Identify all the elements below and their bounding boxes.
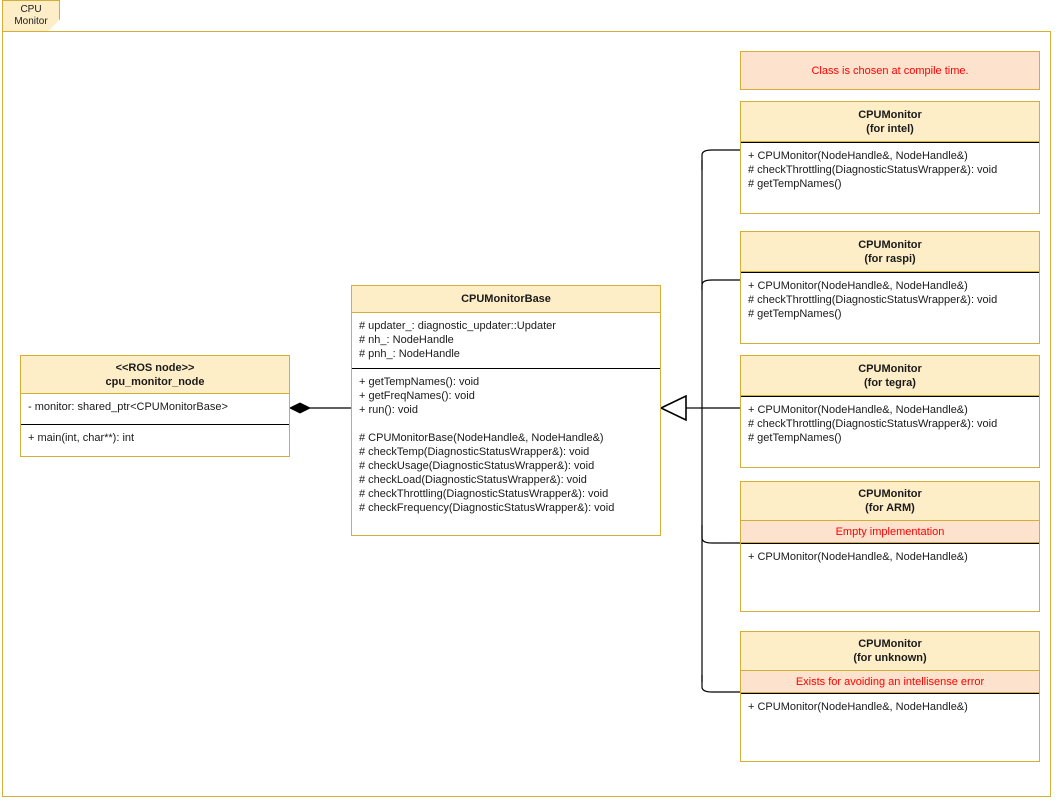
class-name: CPUMonitor	[858, 638, 922, 650]
operations-section: + CPUMonitor(NodeHandle&, NodeHandle&) #…	[741, 397, 1039, 451]
class-variant: (for unknown)	[853, 652, 927, 664]
operation-row: # checkThrottling(DiagnosticStatusWrappe…	[748, 164, 998, 176]
note-compile-time-text: Class is chosen at compile time.	[811, 64, 969, 77]
operation-row: # checkThrottling(DiagnosticStatusWrappe…	[748, 418, 998, 430]
operation-row: + CPUMonitor(NodeHandle&, NodeHandle&)	[748, 701, 968, 713]
operation-row: # getTempNames()	[748, 432, 842, 444]
operation-row: + CPUMonitor(NodeHandle&, NodeHandle&)	[748, 150, 968, 162]
section-separator	[352, 368, 660, 369]
attribute-row: # updater_: diagnostic_updater::Updater	[359, 320, 556, 332]
section-separator	[21, 424, 289, 425]
operation-row: + CPUMonitor(NodeHandle&, NodeHandle&)	[748, 404, 968, 416]
section-separator	[741, 396, 1039, 397]
attributes-section: # updater_: diagnostic_updater::Updater …	[352, 313, 660, 368]
class-note-unknown: Exists for avoiding an intellisense erro…	[741, 671, 1039, 693]
class-header-unknown: CPUMonitor (for unknown)	[741, 632, 1039, 671]
attribute-row: # pnh_: NodeHandle	[359, 348, 460, 360]
class-note-arm: Empty implementation	[741, 521, 1039, 543]
class-name: CPUMonitor	[858, 108, 922, 121]
operation-row: # getTempNames()	[748, 308, 842, 320]
operations-section: + CPUMonitor(NodeHandle&, NodeHandle&) #…	[741, 143, 1039, 197]
class-variant: (for intel)	[866, 122, 914, 135]
class-stereotype: <<ROS node>>	[115, 361, 195, 374]
section-separator	[741, 272, 1039, 273]
attribute-row: # nh_: NodeHandle	[359, 334, 454, 346]
operations-section: + main(int, char**): int	[21, 425, 289, 456]
attributes-section: - monitor: shared_ptr<CPUMonitorBase>	[21, 394, 289, 424]
operation-row: # getTempNames()	[748, 178, 842, 190]
note-compile-time: Class is chosen at compile time.	[740, 51, 1040, 90]
class-note-text: Empty implementation	[835, 525, 945, 538]
operations-spacer	[359, 417, 653, 431]
class-header-arm: CPUMonitor (for ARM)	[741, 482, 1039, 521]
operation-row: # checkThrottling(DiagnosticStatusWrappe…	[359, 488, 609, 500]
operation-row: + CPUMonitor(NodeHandle&, NodeHandle&)	[748, 280, 968, 292]
class-cpu-monitor-raspi[interactable]: CPUMonitor (for raspi) + CPUMonitor(Node…	[740, 231, 1040, 344]
operation-row: # checkThrottling(DiagnosticStatusWrappe…	[748, 294, 998, 306]
class-name: CPUMonitor	[858, 362, 922, 375]
operation-row: # checkUsage(DiagnosticStatusWrapper&): …	[359, 460, 595, 472]
operation-row: # checkTemp(DiagnosticStatusWrapper&): v…	[359, 446, 590, 458]
class-name: CPUMonitor	[858, 238, 922, 251]
class-cpu-monitor-tegra[interactable]: CPUMonitor (for tegra) + CPUMonitor(Node…	[740, 355, 1040, 468]
class-variant: (for ARM)	[865, 502, 915, 514]
class-cpu-monitor-base[interactable]: CPUMonitorBase # updater_: diagnostic_up…	[351, 285, 661, 536]
package-tab	[2, 0, 60, 32]
class-header-raspi: CPUMonitor (for raspi)	[741, 232, 1039, 272]
class-variant: (for tegra)	[864, 376, 916, 389]
operation-row: + getTempNames(): void	[359, 376, 480, 388]
class-variant: (for raspi)	[864, 252, 916, 265]
class-header-tegra: CPUMonitor (for tegra)	[741, 356, 1039, 396]
class-name: CPUMonitorBase	[461, 293, 551, 305]
class-name: cpu_monitor_node	[105, 375, 205, 388]
attribute-row: - monitor: shared_ptr<CPUMonitorBase>	[28, 401, 228, 413]
class-cpu-monitor-node[interactable]: <<ROS node>> cpu_monitor_node - monitor:…	[20, 355, 290, 457]
operation-row: + getFreqNames(): void	[359, 390, 475, 402]
class-cpu-monitor-unknown[interactable]: CPUMonitor (for unknown) Exists for avoi…	[740, 631, 1040, 762]
operation-row: # checkFrequency(DiagnosticStatusWrapper…	[359, 502, 615, 514]
class-cpu-monitor-intel[interactable]: CPUMonitor (for intel) + CPUMonitor(Node…	[740, 101, 1040, 214]
section-separator	[741, 693, 1039, 694]
operation-row: + CPUMonitor(NodeHandle&, NodeHandle&)	[748, 551, 968, 563]
operations-section: + getTempNames(): void + getFreqNames():…	[352, 369, 660, 521]
operations-section: + CPUMonitor(NodeHandle&, NodeHandle&)	[741, 544, 1039, 570]
class-header-intel: CPUMonitor (for intel)	[741, 102, 1039, 142]
class-name: CPUMonitor	[858, 488, 922, 500]
section-separator	[741, 142, 1039, 143]
operation-row: # checkLoad(DiagnosticStatusWrapper&): v…	[359, 474, 587, 486]
operation-row: + main(int, char**): int	[28, 432, 135, 444]
operation-row: + run(): void	[359, 404, 418, 416]
section-separator	[741, 543, 1039, 544]
class-cpu-monitor-arm[interactable]: CPUMonitor (for ARM) Empty implementatio…	[740, 481, 1040, 612]
class-note-text: Exists for avoiding an intellisense erro…	[795, 675, 985, 688]
class-header-base: CPUMonitorBase	[352, 286, 660, 313]
operation-row: # CPUMonitorBase(NodeHandle&, NodeHandle…	[359, 432, 604, 444]
operations-section: + CPUMonitor(NodeHandle&, NodeHandle&) #…	[741, 273, 1039, 327]
class-header-ros-node: <<ROS node>> cpu_monitor_node	[21, 356, 289, 394]
operations-section: + CPUMonitor(NodeHandle&, NodeHandle&)	[741, 694, 1039, 720]
